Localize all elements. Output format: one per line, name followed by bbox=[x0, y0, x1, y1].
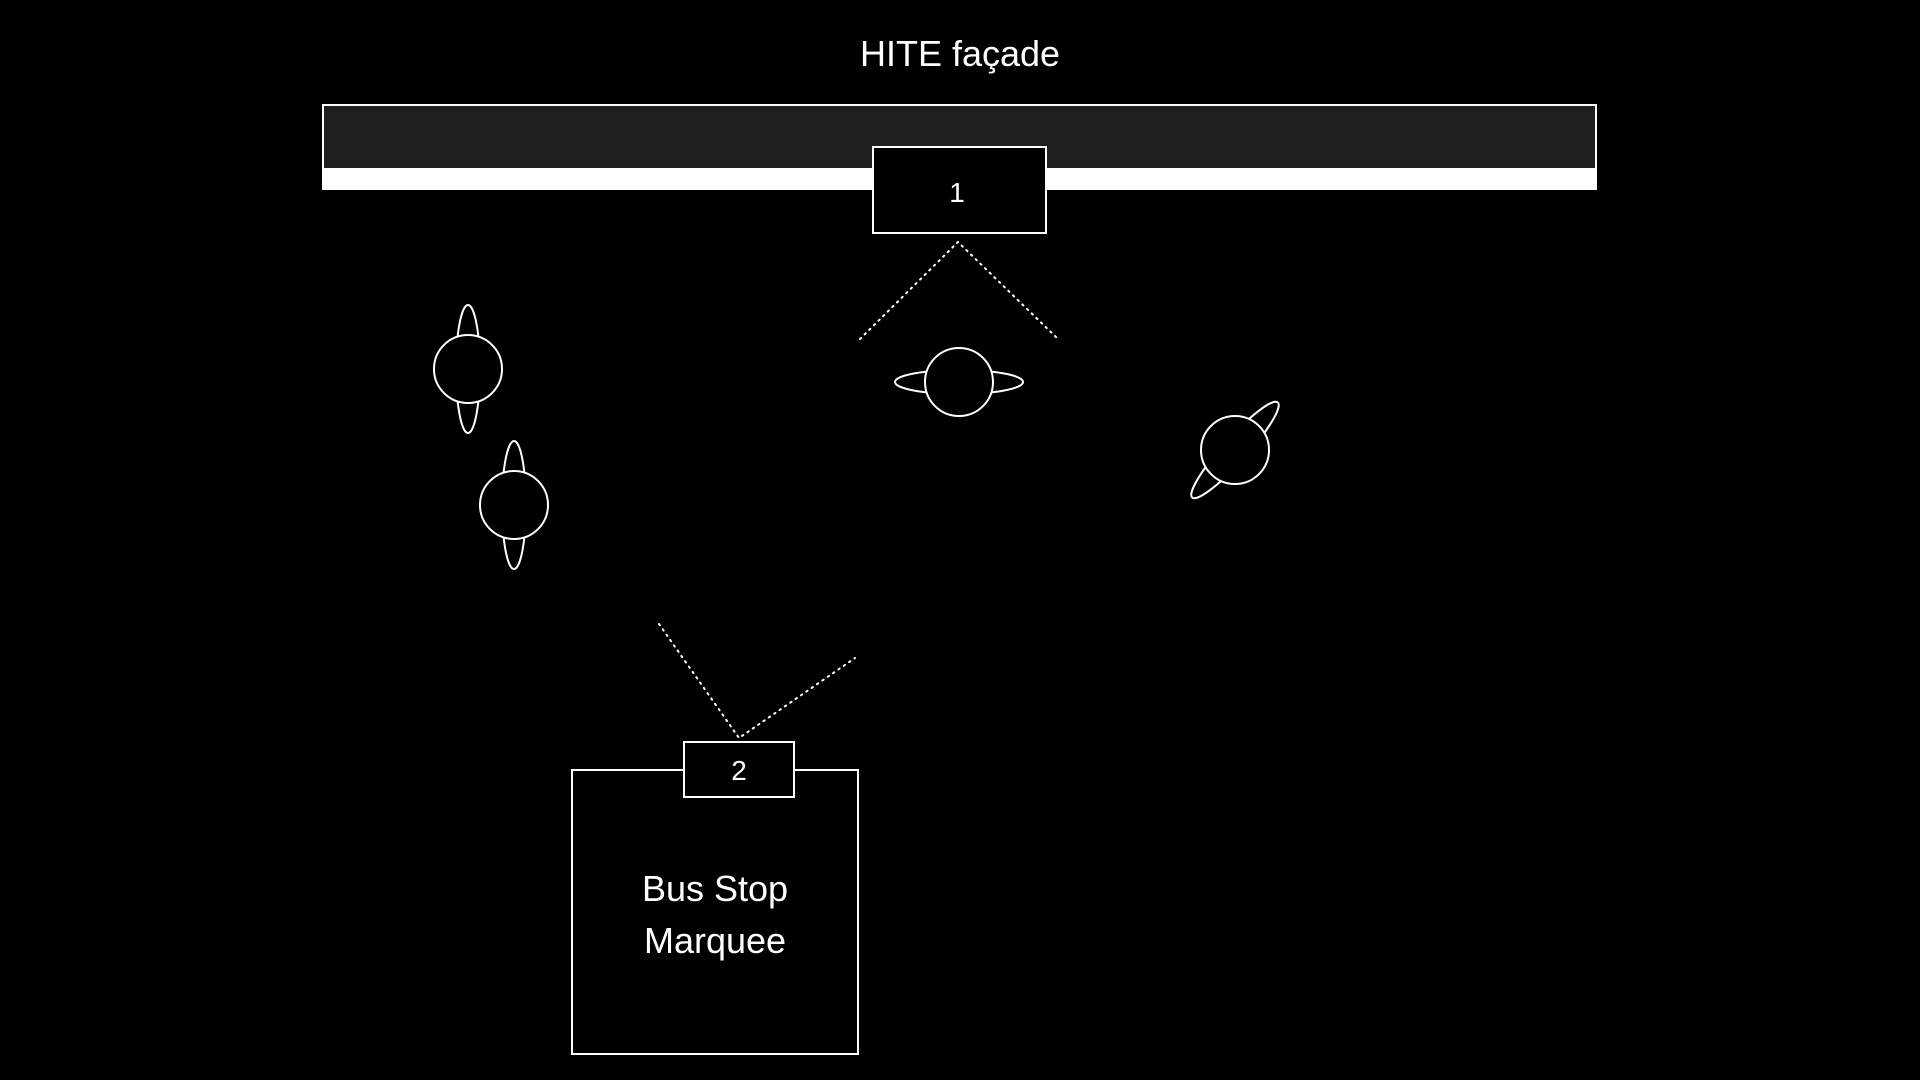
projector-1-box bbox=[872, 146, 1047, 234]
facade-wall bbox=[322, 104, 1597, 190]
marquee-label-line1: Bus Stop bbox=[642, 868, 788, 909]
person-icon bbox=[894, 347, 1024, 417]
person-icon bbox=[433, 304, 503, 434]
person-figure-3 bbox=[894, 347, 1024, 417]
facade-title: HITE façade bbox=[860, 33, 1060, 74]
person-figure-1 bbox=[433, 304, 503, 434]
person-figure-2 bbox=[479, 440, 549, 570]
person-icon bbox=[1190, 400, 1280, 500]
projector-2: 2 bbox=[683, 741, 795, 798]
projector-1: 1 bbox=[872, 146, 1047, 234]
marquee-box bbox=[571, 769, 859, 1055]
projector-2-throw-lines bbox=[658, 623, 856, 740]
projector-1-throw-lines bbox=[859, 240, 1059, 340]
person-figure-4 bbox=[1190, 400, 1280, 500]
projector-1-label: 1 bbox=[949, 177, 965, 208]
projector-2-label: 2 bbox=[731, 755, 747, 786]
projector-2-box bbox=[683, 741, 795, 798]
person-icon bbox=[479, 440, 549, 570]
marquee-label-line2: Marquee bbox=[644, 920, 786, 961]
bus-stop-marquee: Bus Stop Marquee bbox=[571, 769, 859, 1055]
